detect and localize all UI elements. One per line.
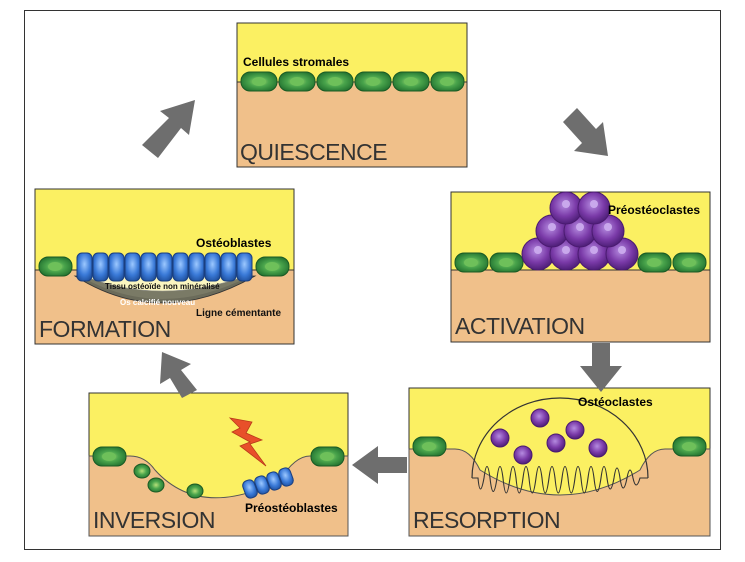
osteoclast-cell [471,397,649,494]
osteoid-layer [83,275,247,292]
arrow-inversion-to-formation-icon [160,352,197,398]
panel-inversion: Préostéoblastes INVERSION [88,392,349,537]
arrow-resorption-to-inversion-icon [352,446,407,484]
arrow-quiescence-to-activation-icon [563,108,608,156]
preosteoblasts-group [242,467,294,499]
title-formation: FORMATION [39,316,171,342]
label-new-calcified-bone: Os calcifié nouveau [120,298,195,307]
title-inversion: INVERSION [93,507,215,533]
panel-quiescence: Cellules stromales QUIESCENCE [236,22,468,168]
label-osteoid-tissue: Tissu ostéoïde non minéralisé [105,282,220,291]
arrow-formation-to-quiescence-icon [142,100,195,158]
title-quiescence: QUIESCENCE [240,139,387,165]
osteoblasts-row [76,252,253,282]
stromal-cells-formation [38,256,290,277]
panel-formation: Ostéoblastes Tissu ostéoïde non minérali… [34,188,295,345]
preosteoclasts-pyramid [521,191,639,271]
stromal-cells-row [240,71,465,92]
label-cement-line: Ligne cémentante [196,308,281,319]
label-stromal-cells: Cellules stromales [243,55,349,69]
label-osteoblasts: Ostéoblastes [196,236,272,250]
panel-activation: Préostéoclastes ACTIVATION [450,191,711,343]
lightning-icon [228,417,267,467]
stromal-cells-resorption [412,436,707,457]
title-resorption: RESORPTION [413,507,560,533]
arrow-activation-to-resorption-icon [580,343,622,392]
title-activation: ACTIVATION [455,313,585,339]
label-preosteoblasts: Préostéoblastes [245,501,338,515]
stromal-cells-activation [454,252,707,273]
cycle-arrows [142,100,622,484]
label-osteoclasts: Ostéoclastes [578,395,653,409]
label-preosteoclasts: Préostéoclastes [608,203,700,217]
stromal-cells-inversion [92,446,345,499]
diagram-frame [24,10,721,550]
panel-resorption: Ostéoclastes RESORPTION [408,387,711,537]
